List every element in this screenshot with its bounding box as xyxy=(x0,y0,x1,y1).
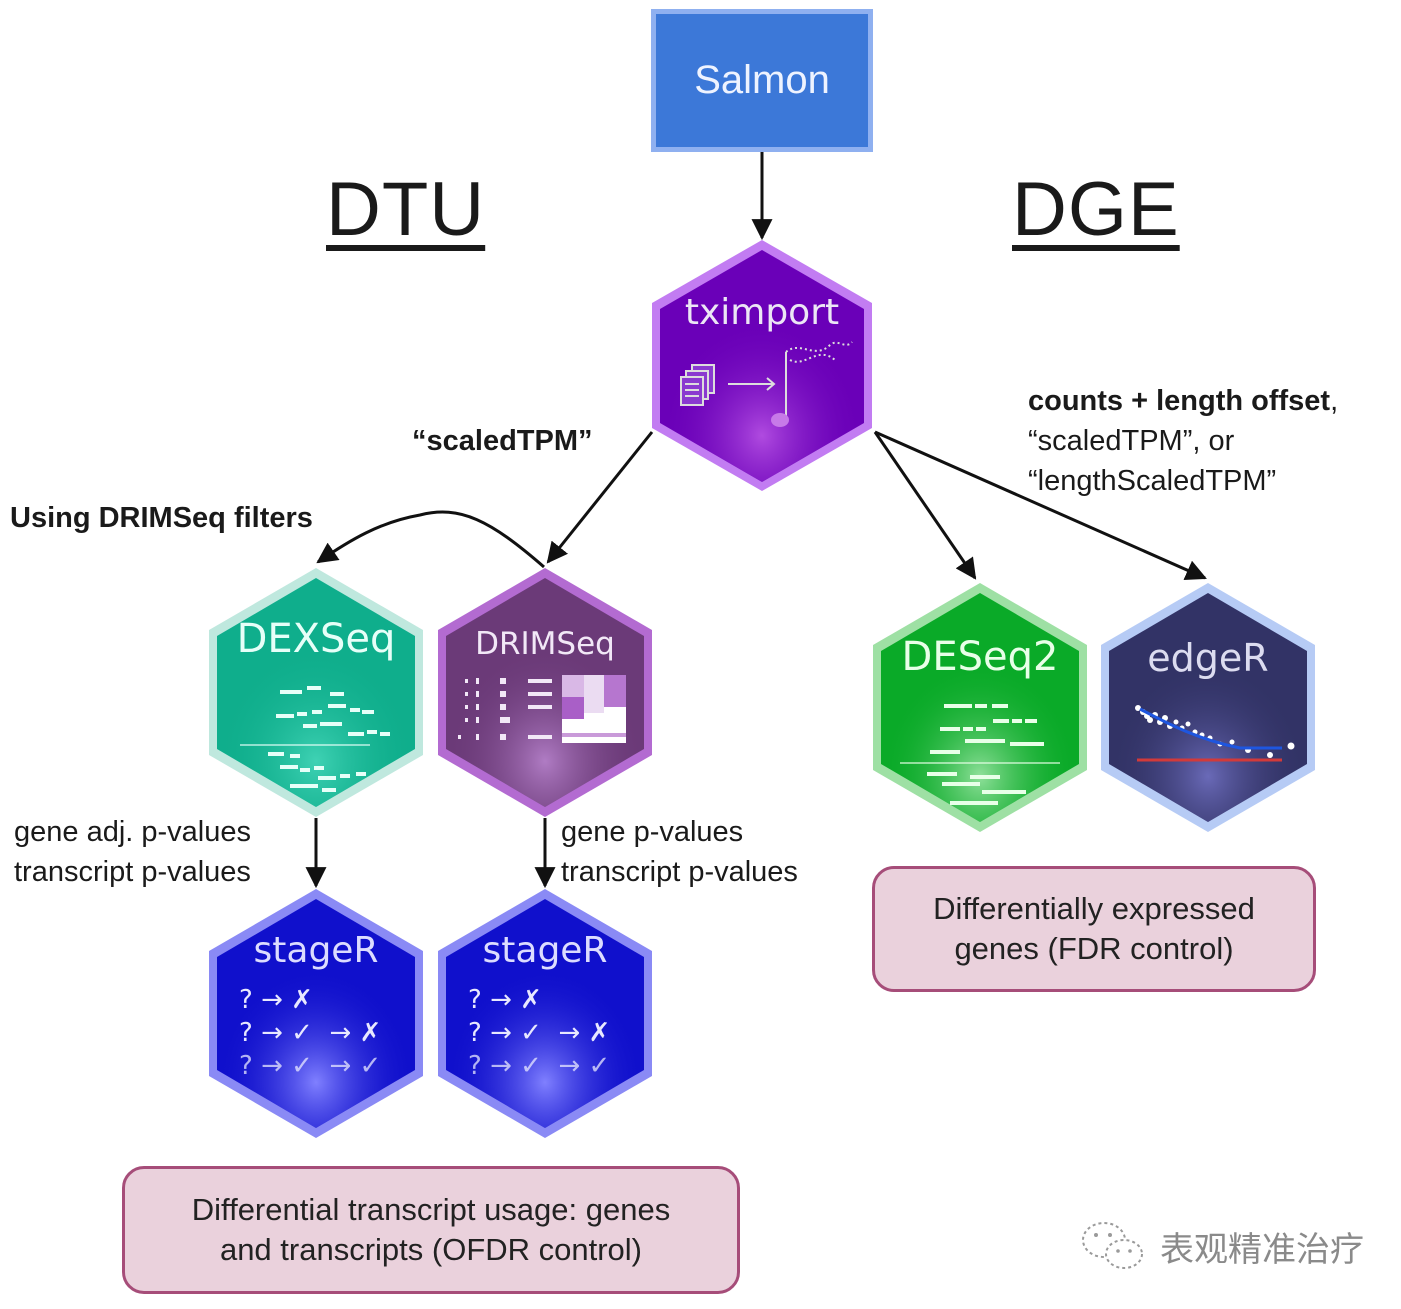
stager-row: ? → ✗ xyxy=(239,985,313,1015)
dexseq-output-line2: transcript p-values xyxy=(14,856,251,888)
stager-right-rows: ? → ✗ ? → ✓ → ✗ ? → ✓ → ✓ xyxy=(438,985,652,1095)
edge-tximport-deseq2 xyxy=(873,431,977,580)
dge-input-line3: “lengthScaledTPM” xyxy=(1028,465,1277,497)
dtu-result-line2: and transcripts (OFDR control) xyxy=(219,1232,643,1267)
wechat-icon xyxy=(1082,1222,1143,1269)
stager-left-hex[interactable] xyxy=(209,889,423,1138)
drimseq-output-line2: transcript p-values xyxy=(561,856,798,888)
music-note-icon xyxy=(771,413,789,427)
watermark-text: 表观精准治疗 xyxy=(1160,1229,1364,1270)
drimseq-output-label: gene p-values transcript p-values xyxy=(561,812,798,892)
tximport-title: tximport xyxy=(684,292,840,333)
edge-tximport-edger xyxy=(874,430,1207,580)
dexseq-title: DEXSeq xyxy=(236,616,396,662)
dtu-result-box: Differential transcript usage: genes and… xyxy=(122,1166,740,1294)
dge-result-line1: Differentially expressed xyxy=(933,891,1255,926)
scaledtpm-dtu-label: “scaledTPM” xyxy=(412,425,593,457)
stager-row: ? → ✓ → ✓ xyxy=(239,1051,382,1081)
dge-input-line1: counts + length offset xyxy=(1028,385,1331,417)
dge-heading: DGE xyxy=(1012,167,1180,252)
stager-row: ? → ✗ xyxy=(468,985,542,1015)
dge-input-label: counts + length offset, “scaledTPM”, or … xyxy=(1028,381,1338,501)
heatmap-icon xyxy=(562,675,626,743)
stager-left-rows: ? → ✗ ? → ✓ → ✗ ? → ✓ → ✓ xyxy=(209,985,423,1095)
edger-title: edgeR xyxy=(1147,636,1269,680)
salmon-box[interactable]: Salmon xyxy=(651,9,873,152)
drimseq-title: DRIMSeq xyxy=(475,626,615,662)
exon-plot-icon xyxy=(240,686,390,792)
stager-row: ? → ✓ → ✓ xyxy=(468,1051,611,1081)
salmon-label: Salmon xyxy=(694,58,830,102)
feature-rows-icon xyxy=(458,678,552,740)
drimseq-filters-label: Using DRIMSeq filters xyxy=(10,502,313,534)
stager-row: ? → ✓ → ✗ xyxy=(239,1018,382,1048)
dge-input-line2: “scaledTPM”, or xyxy=(1028,425,1235,457)
edger-hex[interactable] xyxy=(1101,583,1315,832)
drimseq-output-line1: gene p-values xyxy=(561,816,744,848)
dge-result-box: Differentially expressed genes (FDR cont… xyxy=(872,866,1316,992)
gene-track-icon xyxy=(900,704,1060,805)
drimseq-hex[interactable] xyxy=(438,568,652,817)
deseq2-title: DESeq2 xyxy=(901,634,1059,680)
edge-drimseq-dexseq xyxy=(316,510,545,569)
stager-left-title: stageR xyxy=(253,930,379,971)
edge-tximport-drimseq xyxy=(546,431,654,564)
dtu-result-line1: Differential transcript usage: genes xyxy=(191,1192,671,1227)
dexseq-hex[interactable] xyxy=(209,568,423,817)
dexseq-output-label: gene adj. p-values transcript p-values xyxy=(14,812,251,892)
tximport-hex[interactable] xyxy=(652,240,872,491)
dge-result-line2: genes (FDR control) xyxy=(954,931,1234,966)
documents-icon xyxy=(680,341,853,420)
dexseq-output-line1: gene adj. p-values xyxy=(14,816,251,848)
bcv-plot-icon xyxy=(1135,705,1295,762)
stager-right-title: stageR xyxy=(482,930,608,971)
stager-row: ? → ✓ → ✗ xyxy=(468,1018,611,1048)
dtu-heading: DTU xyxy=(326,167,486,252)
stager-right-hex[interactable] xyxy=(438,889,652,1138)
watermark: 表观精准治疗 xyxy=(1080,1218,1364,1274)
deseq2-hex[interactable] xyxy=(873,583,1087,832)
